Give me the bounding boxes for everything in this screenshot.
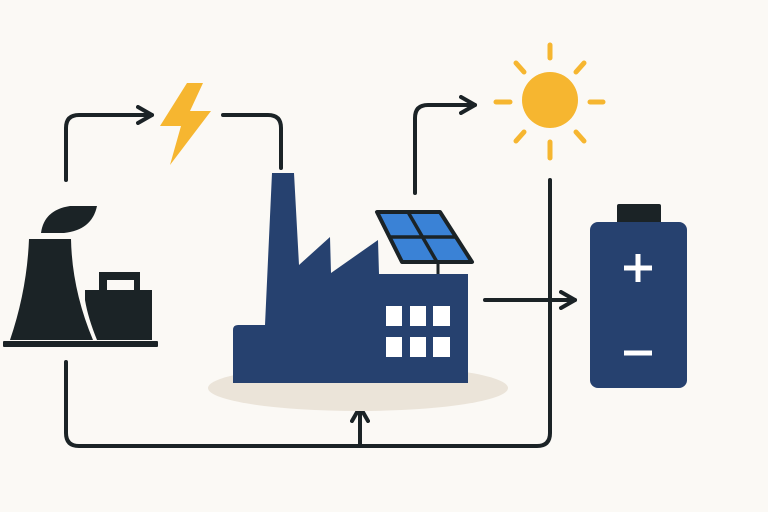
arrow-plant-to-lightning — [64, 105, 154, 182]
power-plant-icon — [3, 206, 158, 347]
battery-icon — [590, 204, 687, 388]
factory-windows — [386, 306, 450, 357]
line-lightning-to-factory — [221, 113, 283, 170]
return-loop-line — [64, 178, 552, 448]
lightning-bolt-icon — [160, 83, 211, 165]
factory-icon — [233, 173, 468, 383]
sun-icon — [493, 42, 606, 161]
arrow-factory-to-sun — [413, 95, 477, 195]
solar-panel-icon — [375, 210, 474, 274]
